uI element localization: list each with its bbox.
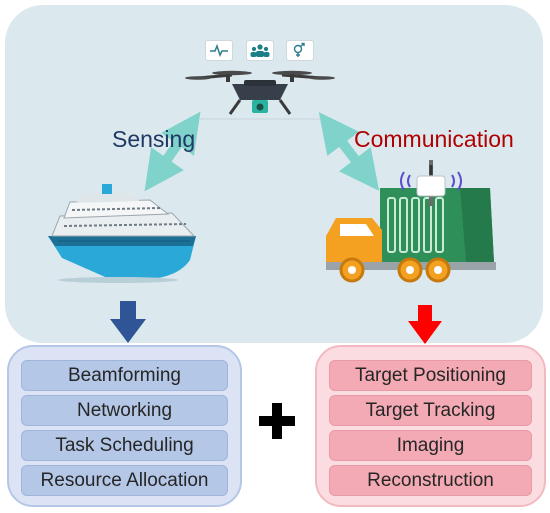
communication-task-item: Target Positioning — [329, 360, 532, 391]
gender-icon — [293, 42, 305, 57]
sensing-task-item: Beamforming — [21, 360, 228, 391]
garbage-truck-icon — [326, 188, 496, 283]
heartbeat-badge — [205, 40, 233, 61]
communication-task-item: Target Tracking — [329, 395, 532, 426]
cruise-ship-icon — [48, 184, 196, 283]
heartbeat-icon — [210, 43, 228, 57]
sensing-tasks-panel: Beamforming Networking Task Scheduling R… — [7, 345, 242, 507]
users-icon — [250, 44, 270, 57]
communication-down-arrow — [408, 305, 442, 344]
sensing-down-arrow — [110, 301, 146, 343]
communication-task-item: Reconstruction — [329, 465, 532, 496]
scenario-background — [5, 5, 543, 343]
communication-tasks-panel: Target Positioning Target Tracking Imagi… — [315, 345, 546, 507]
communication-task-item: Imaging — [329, 430, 532, 461]
gender-badge — [286, 40, 314, 61]
sensing-task-item: Networking — [21, 395, 228, 426]
sensing-link-arrow — [144, 111, 201, 192]
sensing-label: Sensing — [112, 126, 196, 152]
base-station-icon — [400, 160, 462, 206]
users-badge — [246, 40, 274, 61]
drone-icon — [185, 70, 335, 115]
communication-link-arrow — [318, 112, 380, 191]
sensing-task-item: Task Scheduling — [21, 430, 228, 461]
communication-label: Communication — [354, 126, 514, 152]
sensing-task-item: Resource Allocation — [21, 465, 228, 496]
